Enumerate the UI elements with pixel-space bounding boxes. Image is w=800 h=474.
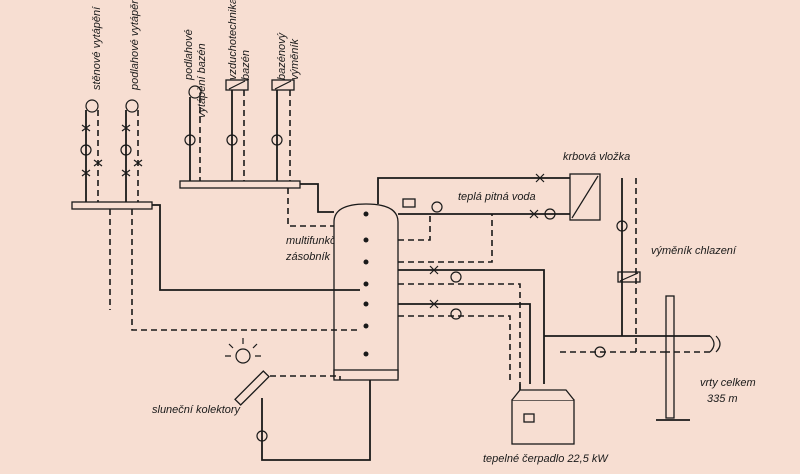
circuit-pool-airtech xyxy=(179,79,301,189)
label-cooling-exchanger: výměník chlazení xyxy=(651,245,737,257)
ground-loop-pump-icon xyxy=(594,346,606,358)
upper-manifold xyxy=(179,180,301,189)
label-floor-heating: podlahové vytápění xyxy=(129,0,141,91)
fireplace-insert xyxy=(377,173,601,221)
label-floor-heating-pool-line2: vytápění bazén xyxy=(196,43,208,118)
label-air-tech-line2: bazén xyxy=(240,50,252,80)
label-solar-collectors: sluneční kolektory xyxy=(152,404,242,416)
cooling-pump-icon xyxy=(616,220,628,232)
storage-tank-body xyxy=(333,203,399,379)
pool-exchanger-pump-icon xyxy=(271,134,283,146)
floor-pump-icon xyxy=(120,144,132,156)
label-boreholes-line2: 335 m xyxy=(707,393,738,405)
heat-pump-circuit-pump-2 xyxy=(450,308,462,320)
wall-pump-icon xyxy=(80,144,92,156)
solar-pump-icon xyxy=(256,430,268,442)
label-heat-pump: tepelné čerpadlo 22,5 kW xyxy=(483,453,609,465)
circuit-wall-floor-heating xyxy=(71,99,153,210)
label-pool-exchanger-line2: výměník xyxy=(289,39,301,80)
label-fireplace-insert: krbová vložka xyxy=(563,151,630,163)
heat-pump-unit xyxy=(511,384,575,445)
label-boreholes-line1: vrty celkem xyxy=(700,377,756,389)
wall-heating-circuit-icon xyxy=(85,99,99,113)
collector-panel xyxy=(234,370,270,406)
heat-pump-circuit-pump-1 xyxy=(450,271,462,283)
left-manifold xyxy=(71,201,153,210)
sun-icon xyxy=(235,348,251,364)
floor-heating-circuit-icon xyxy=(125,99,139,113)
air-tech-pump-icon xyxy=(226,134,238,146)
pool-floor-pump-icon xyxy=(184,134,196,146)
label-storage-line1: multifunkční xyxy=(286,235,346,247)
hot-water-outlet xyxy=(398,198,493,263)
label-pool-exchanger-line1: bazénový xyxy=(276,31,288,80)
fireplace-pump-icon xyxy=(544,208,556,220)
multifunction-storage-tank xyxy=(333,203,399,381)
solar-collectors xyxy=(225,338,371,461)
hot-water-pump-icon xyxy=(431,201,443,213)
label-hot-water: teplá pitná voda xyxy=(458,191,536,203)
label-floor-heating-pool-line1: podlahové xyxy=(183,29,195,81)
cooling-exchanger xyxy=(616,178,641,352)
label-storage-line2: zásobník xyxy=(285,251,331,263)
heat-pump-body xyxy=(511,399,575,445)
pool-floor-circuit-icon xyxy=(188,85,202,99)
borehole xyxy=(656,295,721,421)
borehole-pipe xyxy=(665,295,675,419)
label-wall-heating: stěnové vytápění xyxy=(91,6,103,90)
label-air-tech-line1: vzduchotechnika xyxy=(227,0,239,80)
